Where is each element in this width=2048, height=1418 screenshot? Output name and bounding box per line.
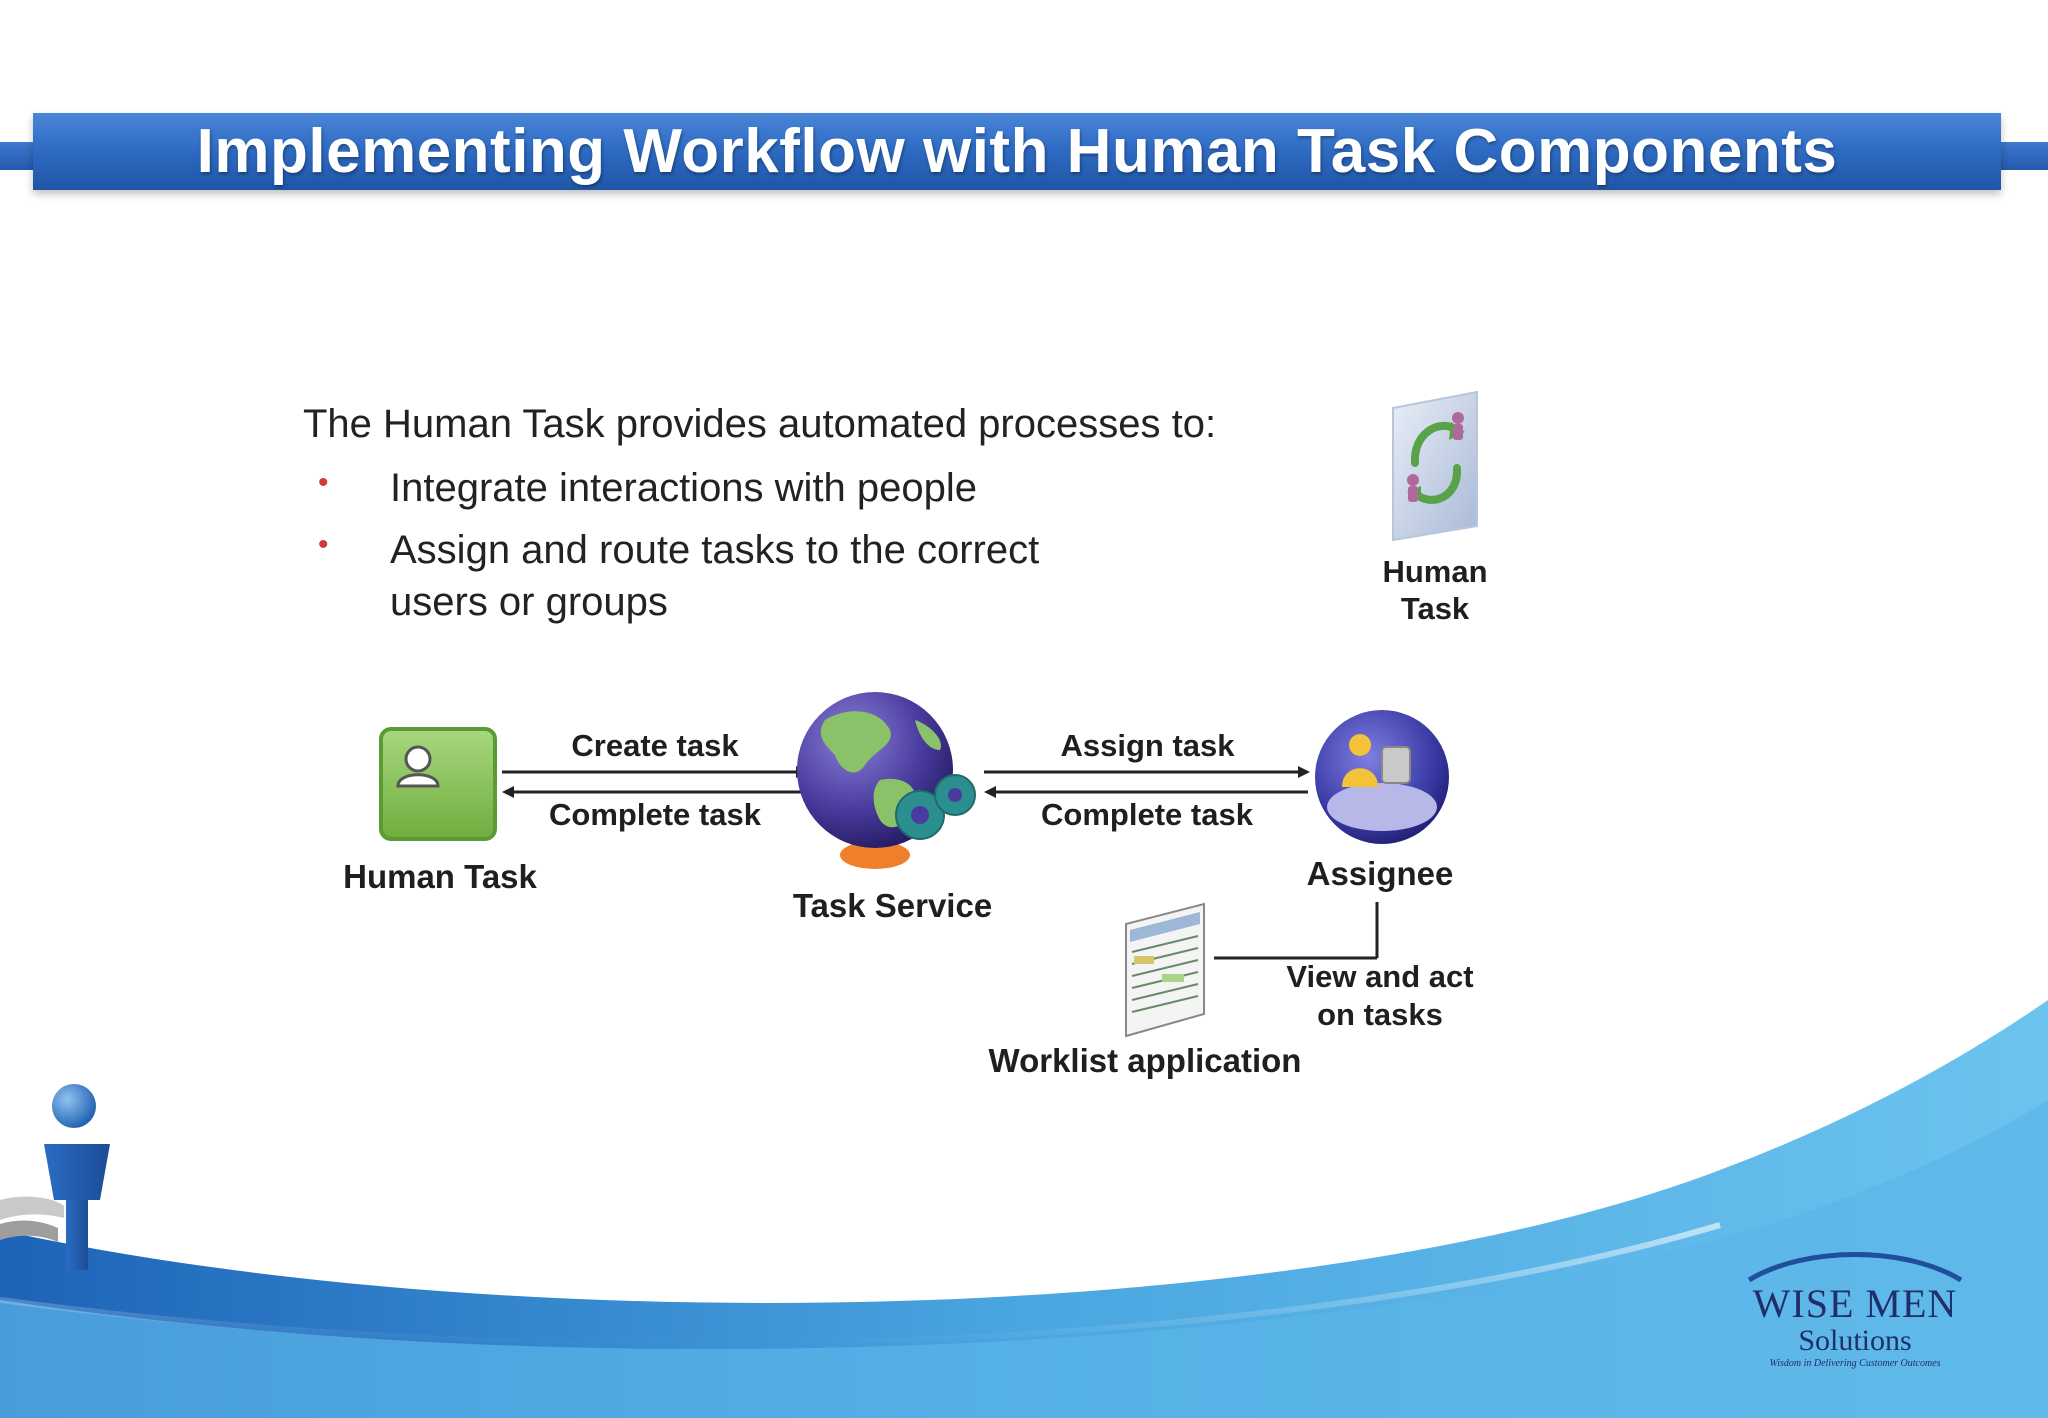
- legend-label-line: Task: [1400, 591, 1470, 626]
- bullet-dot-icon: •: [318, 528, 329, 561]
- title-bar-right-stub: [2001, 142, 2048, 170]
- bullet-text: Assign and route tasks to the correct: [390, 528, 1040, 572]
- arrow-label-complete-task: Complete task: [1041, 797, 1253, 832]
- title-bar-left-stub: [0, 142, 33, 170]
- human-task-cycle-icon: [1392, 390, 1478, 542]
- logo-arc-icon: [1747, 1252, 1963, 1282]
- assignee-user-icon: [1315, 710, 1449, 844]
- arrow-label-line: View and act: [1286, 959, 1474, 994]
- node-label-worklist: Worklist application: [988, 1042, 1302, 1079]
- node-label-assignee: Assignee: [1306, 855, 1454, 892]
- logo-line-1: WISE MEN: [1752, 1281, 1958, 1326]
- logo-tagline: Wisdom in Delivering Customer Outcomes: [1769, 1358, 1941, 1369]
- bullet-text-continued: users or groups: [390, 580, 668, 624]
- arrows-right: [984, 766, 1310, 798]
- arrow-label-assign-task: Assign task: [1060, 728, 1235, 763]
- intro-text: The Human Task provides automated proces…: [303, 402, 1217, 446]
- arrow-label-create-task: Create task: [571, 728, 739, 763]
- arrow-label-line: on tasks: [1317, 997, 1443, 1032]
- task-service-globe-icon: [797, 692, 976, 869]
- arrow-label-complete-task: Complete task: [549, 797, 761, 832]
- arrow-label-view-act: View and act on tasks: [1270, 958, 1490, 1034]
- logo-line-2: Solutions: [1798, 1324, 1912, 1357]
- page-title: Implementing Workflow with Human Task Co…: [196, 117, 1838, 186]
- company-logo: WISE MEN Solutions Wisdom in Delivering …: [1735, 1250, 1975, 1375]
- title-bar: Implementing Workflow with Human Task Co…: [33, 113, 2001, 190]
- presenter-figure-icon: [0, 1084, 110, 1270]
- worklist-screen-icon: [1125, 902, 1205, 1038]
- bullet-dot-icon: •: [318, 466, 329, 499]
- node-label-task-service: Task Service: [792, 887, 993, 924]
- bullet-text: Integrate interactions with people: [390, 466, 978, 510]
- legend-label-line: Human: [1382, 554, 1488, 589]
- node-label-human-task: Human Task: [343, 858, 537, 895]
- assignee-worklist-connector: [1214, 902, 1379, 960]
- legend-label: Human Task: [1370, 553, 1500, 627]
- human-task-node-icon: [379, 727, 497, 841]
